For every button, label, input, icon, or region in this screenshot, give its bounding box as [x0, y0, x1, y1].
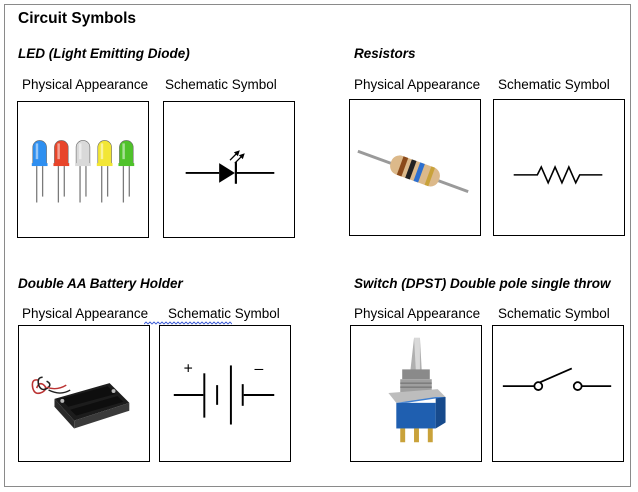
led-schematic-label: Schematic Symbol [165, 77, 277, 92]
section-title-battery: Double AA Battery Holder [18, 276, 183, 291]
battery-physical-label: Physical Appearance [22, 306, 149, 321]
resistor-schematic-label: Schematic Symbol [498, 77, 610, 92]
resistor-schematic-image [493, 99, 625, 236]
battery-minus-sign: – [255, 360, 264, 377]
led-schematic-symbol [185, 150, 275, 184]
led-3 [75, 140, 91, 203]
led-photo-graphic [31, 140, 135, 203]
switch-schematic-image [492, 325, 624, 462]
battery-schematic-label: Schematic Symbol [168, 306, 280, 321]
page-frame [4, 4, 631, 487]
resistor-physical-image [349, 99, 481, 236]
resistor-photo-graphic [357, 149, 469, 194]
page-title: Circuit Symbols [18, 10, 136, 27]
battery-physical-image [18, 325, 150, 462]
led-1 [31, 140, 48, 203]
battery-plus-sign: + [184, 360, 193, 377]
resistor-schematic-symbol [513, 165, 603, 185]
switch-schematic-symbol [502, 367, 612, 391]
section-title-resistors: Resistors [354, 46, 416, 61]
led-2 [53, 140, 70, 203]
toggle-switch-photo-graphic [388, 337, 446, 443]
section-title-switch: Switch (DPST) Double pole single throw [354, 276, 611, 291]
switch-physical-label: Physical Appearance [354, 306, 481, 321]
led-physical-label: Physical Appearance [22, 77, 149, 92]
spellcheck-underline [144, 321, 232, 325]
switch-physical-image [350, 325, 482, 462]
led-physical-image [17, 101, 149, 238]
resistor-physical-label: Physical Appearance [354, 77, 481, 92]
battery-schematic-image: + – [159, 325, 291, 462]
battery-holder-photo-graphic [31, 376, 130, 429]
section-title-led: LED (Light Emitting Diode) [18, 46, 190, 61]
led-5 [118, 140, 135, 203]
led-4 [96, 140, 113, 203]
switch-schematic-label: Schematic Symbol [498, 306, 610, 321]
battery-schematic-symbol: + – [173, 360, 275, 425]
led-schematic-image [163, 101, 295, 238]
